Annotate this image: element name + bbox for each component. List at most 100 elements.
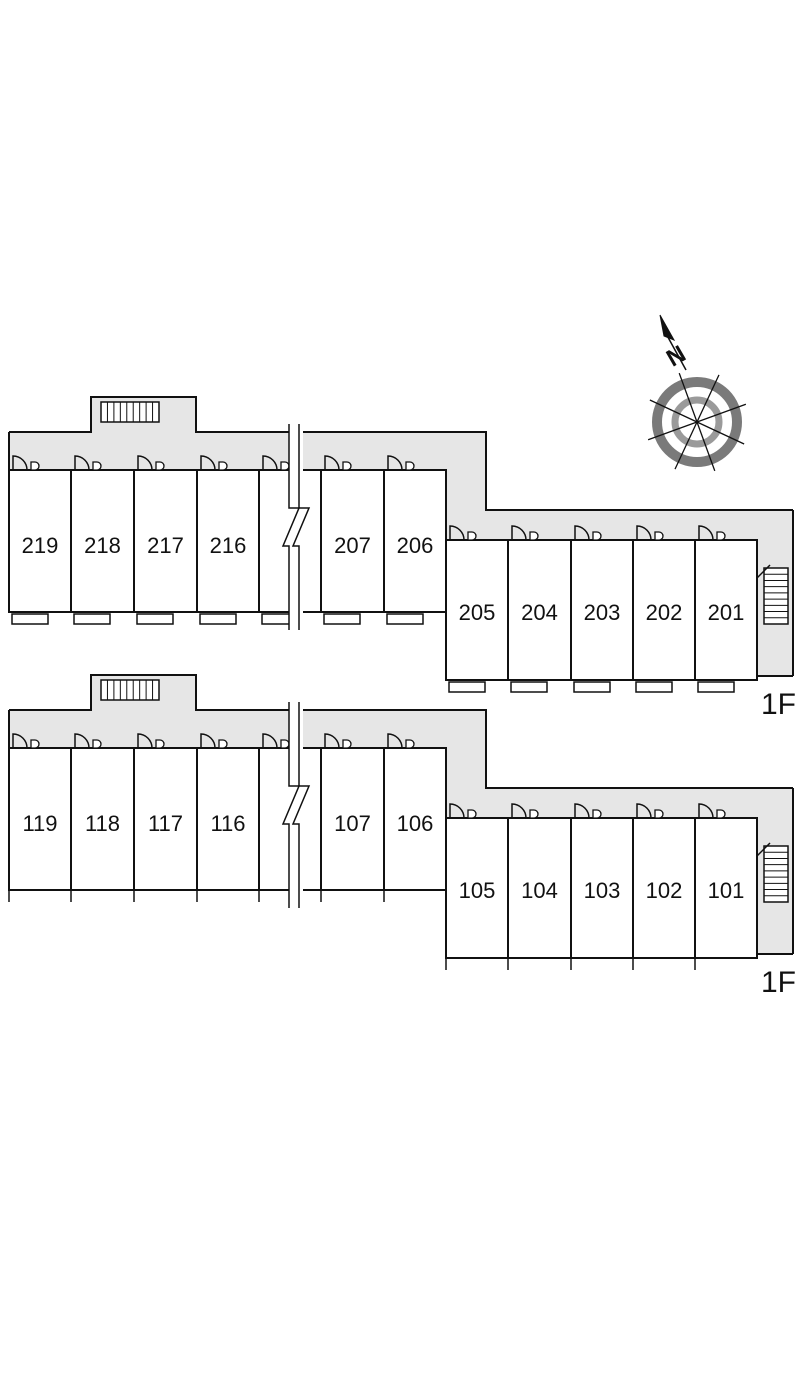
north-arrow-shaft (663, 329, 687, 371)
unit-number: 119 (22, 811, 57, 836)
unit-number: 118 (85, 811, 120, 836)
balcony (11, 613, 49, 625)
meter-box-icon (716, 809, 726, 819)
unit-number: 216 (210, 533, 247, 558)
unit-number: 102 (646, 878, 683, 903)
upper-unit-block (8, 747, 447, 891)
meter-box-icon (155, 461, 165, 471)
meter-box-icon (92, 461, 102, 471)
stair-outline (100, 401, 160, 423)
door-icon (387, 455, 403, 471)
unit-number: 103 (584, 878, 621, 903)
door-icon (12, 455, 28, 471)
meter-box-icon (529, 531, 539, 541)
door-icon (387, 733, 403, 749)
door-icon (511, 803, 527, 819)
door-icon (449, 525, 465, 541)
unit-number: 107 (334, 811, 371, 836)
door-icon (449, 803, 465, 819)
meter-box-icon (592, 531, 602, 541)
meter-box-icon (342, 739, 352, 749)
door-icon (574, 803, 590, 819)
balcony (448, 681, 486, 693)
corridor (9, 432, 793, 676)
meter-box-icon (342, 461, 352, 471)
upper-unit-block (8, 469, 447, 613)
door-icon (636, 803, 652, 819)
lower-unit-block (445, 539, 758, 681)
unit-number: 219 (22, 533, 59, 558)
balcony (510, 681, 548, 693)
balcony (199, 613, 237, 625)
lower-unit-block (445, 817, 758, 959)
balcony (386, 613, 424, 625)
meter-box-icon (405, 739, 415, 749)
meter-box-icon (155, 739, 165, 749)
break-line (281, 702, 301, 908)
unit-number: 218 (84, 533, 121, 558)
door-icon (74, 455, 90, 471)
unit-number: 203 (584, 600, 621, 625)
compass-ring-outer (652, 377, 742, 467)
door-icon (511, 525, 527, 541)
compass-rose-icon: N (647, 314, 747, 472)
meter-box-icon (654, 809, 664, 819)
door-icon (12, 733, 28, 749)
break-line (291, 424, 311, 630)
balcony (73, 613, 111, 625)
unit-number: 207 (334, 533, 371, 558)
unit-number: 206 (397, 533, 434, 558)
unit-number: 204 (521, 600, 558, 625)
meter-box-icon (716, 531, 726, 541)
unit-number: 117 (148, 811, 183, 836)
compass-spoke (674, 374, 720, 470)
door-icon (200, 733, 216, 749)
meter-box-icon (654, 531, 664, 541)
door-icon (137, 455, 153, 471)
door-icon (574, 525, 590, 541)
door-icon (324, 455, 340, 471)
meter-box-icon (592, 809, 602, 819)
door-icon (698, 803, 714, 819)
balcony (635, 681, 673, 693)
unit-number: 106 (397, 811, 434, 836)
floor-label: 1F (761, 688, 796, 721)
unit-number: 205 (459, 600, 496, 625)
unit-number: 202 (646, 600, 683, 625)
meter-box-icon (467, 809, 477, 819)
break-line (291, 702, 311, 908)
door-icon (636, 525, 652, 541)
unit-number: 101 (708, 878, 745, 903)
door-icon (262, 733, 278, 749)
door-icon (262, 455, 278, 471)
meter-box-icon (30, 739, 40, 749)
meter-box-icon (30, 461, 40, 471)
stair-rail (756, 564, 771, 579)
stair-outline (763, 567, 789, 625)
floor-label: 1F (761, 966, 796, 999)
balcony (136, 613, 174, 625)
balcony (573, 681, 611, 693)
meter-box-icon (405, 461, 415, 471)
meter-box-icon (280, 739, 290, 749)
balcony (697, 681, 735, 693)
meter-box-icon (529, 809, 539, 819)
meter-box-icon (218, 461, 228, 471)
door-icon (137, 733, 153, 749)
door-icon (698, 525, 714, 541)
unit-number: 201 (708, 600, 745, 625)
stair-outline (100, 679, 160, 701)
compass-ring-inner (671, 396, 723, 448)
unit-number: 105 (459, 878, 496, 903)
meter-box-icon (92, 739, 102, 749)
stair-outline (763, 845, 789, 903)
building-outline (9, 396, 793, 511)
unit-number: 116 (210, 811, 245, 836)
building-outline (9, 674, 793, 789)
balcony (323, 613, 361, 625)
meter-box-icon (280, 461, 290, 471)
door-icon (324, 733, 340, 749)
